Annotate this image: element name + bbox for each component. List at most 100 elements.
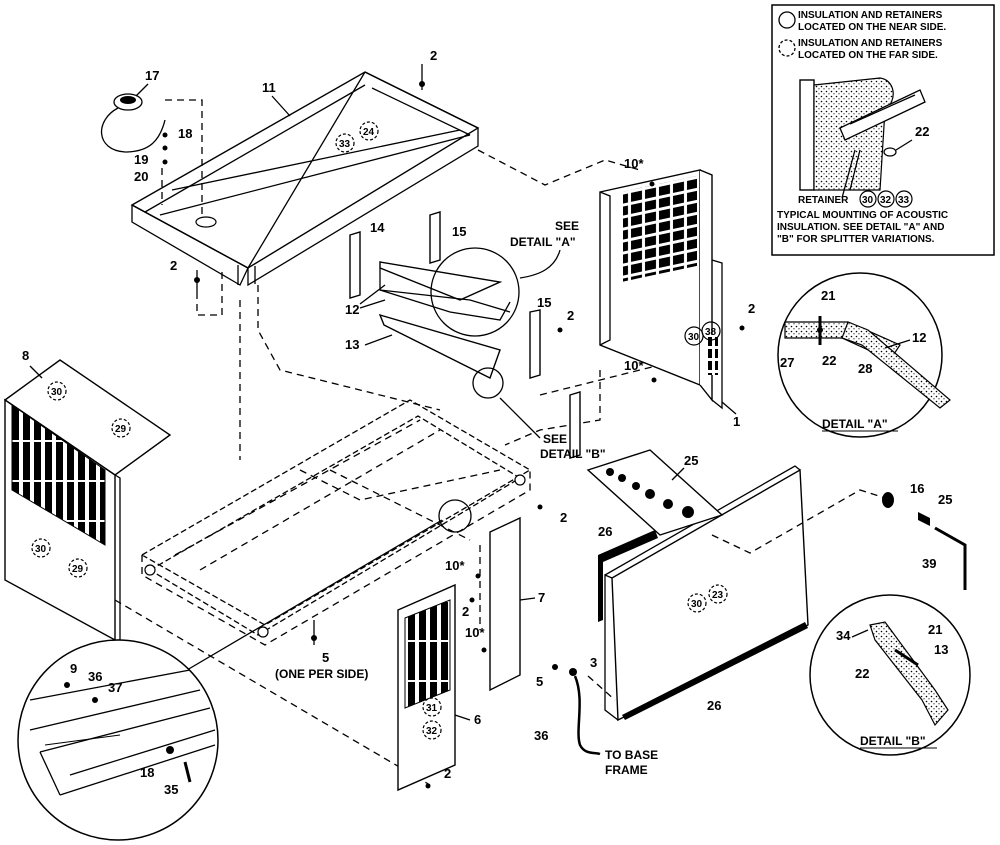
callout-33: 33 [339,139,351,150]
callout-20: 20 [134,169,148,184]
detail-b-title: DETAIL "B" [860,734,926,748]
latch-assembly [882,492,967,590]
callout-10-top: 10* [624,156,644,171]
callout-30-back: 30 [688,332,700,343]
callout-36-front: 36 [534,728,548,743]
callout-32: 32 [426,726,438,737]
corner-ref-9: 9 [70,661,77,676]
ground-cable-part-36 [552,664,616,756]
callout-25-latch: 25 [938,492,952,507]
callout-12: 12 [345,302,359,317]
callout-26-bottom: 26 [707,698,721,713]
callout-29-side-bottom: 29 [72,564,84,575]
side-panel-part-8 [3,359,172,642]
detail-a-ref-12: 12 [912,330,926,345]
detail-a-ref-22: 22 [822,353,836,368]
panel-part-7 [489,516,521,692]
legend-note-line1: TYPICAL MOUNTING OF ACOUSTIC [777,210,948,221]
detail-b-circle [809,594,971,756]
hardware-kit-part-25 [586,449,724,536]
callout-2-bottom: 2 [444,766,451,781]
callout-24: 24 [363,127,375,138]
callout-39: 39 [922,556,936,571]
to-base-frame-line1: TO BASE [605,748,658,762]
callout-23: 23 [712,590,724,601]
detail-a-ref-28: 28 [858,361,872,376]
callout-10-bottom: 10* [465,625,485,640]
detail-b-ref-22: 22 [855,666,869,681]
callout-13: 13 [345,337,359,352]
detail-a-circle [777,272,951,438]
detail-b-ref-13: 13 [934,642,948,657]
splitter-assembly [349,211,581,459]
insulation-mounting-illustration: 22 [799,77,929,199]
callout-3: 3 [590,655,597,670]
screw-icon [419,64,425,90]
callout-25-kit: 25 [684,453,698,468]
detail-b-ref-21: 21 [928,622,942,637]
corner-ref-35: 35 [164,782,178,797]
to-base-frame-line2: FRAME [605,763,648,777]
fastener-icon [883,147,897,157]
front-panel-part-3 [604,465,809,722]
callout-10-mid: 10* [624,358,644,373]
detail-a-ref-27: 27 [780,355,794,370]
callout-2-lower: 2 [462,604,469,619]
access-panel-part-6 [397,583,456,792]
callout-31: 31 [426,703,438,714]
callout-2-left: 2 [170,258,177,273]
callout-2-top: 2 [430,48,437,63]
screw-icon [311,620,317,645]
one-per-side-note: (ONE PER SIDE) [275,667,368,681]
callout-16: 16 [910,481,924,496]
retainer-ref-30: 30 [862,195,874,206]
see-detail-a-line2: DETAIL "A" [510,235,576,249]
see-detail-b-line1: SEE [543,432,567,446]
far-side-symbol [778,39,796,57]
callout-14: 14 [370,220,385,235]
legend-near-line2: LOCATED ON THE NEAR SIDE. [798,22,946,33]
detail-a-title: DETAIL "A" [822,417,888,431]
detail-a-ref-21: 21 [821,288,835,303]
top-cover-part-11 [130,71,480,287]
back-panel-part-1 [599,169,723,410]
callout-30-side-bottom: 30 [35,544,47,555]
callout-30-front: 30 [691,599,703,610]
legend-ref-22: 22 [915,124,929,139]
callout-5-base: 5 [322,650,329,665]
detail-b-ref-34: 34 [836,628,851,643]
screw-icon [194,270,200,292]
callout-10-lower: 10* [445,558,465,573]
callout-15-mid: 15 [537,295,551,310]
callout-38: 38 [705,327,717,338]
near-side-symbol [778,11,796,29]
legend-near-line1: INSULATION AND RETAINERS [798,10,943,21]
retainer-ref-33: 33 [898,195,910,206]
retainer-ref-32: 32 [880,195,892,206]
frame-corner-detail-circle [17,639,219,841]
legend-box: INSULATION AND RETAINERS LOCATED ON THE … [771,4,995,256]
callout-19: 19 [134,152,148,167]
callout-8: 8 [22,348,29,363]
callout-1: 1 [733,414,740,429]
see-detail-b-line2: DETAIL "B" [540,447,606,461]
legend-note-line3: "B" FOR SPLITTER VARIATIONS. [777,234,935,245]
callout-11: 11 [262,80,276,95]
corner-ref-37: 37 [108,680,122,695]
legend-far-line1: INSULATION AND RETAINERS [798,38,943,49]
thermostat-part-17 [100,93,166,153]
callout-30-side-top: 30 [51,387,63,398]
see-detail-a-line1: SEE [555,219,579,233]
callout-18: 18 [178,126,192,141]
callout-26-top: 26 [598,524,612,539]
callout-15-top: 15 [452,224,466,239]
callout-5-front: 5 [536,674,543,689]
callout-2-base: 2 [560,510,567,525]
legend-note-line2: INSULATION. SEE DETAIL "A" AND [777,222,944,233]
callout-17: 17 [145,68,159,83]
corner-ref-36: 36 [88,669,102,684]
corner-ref-18: 18 [140,765,154,780]
callout-2-right: 2 [748,301,755,316]
legend-far-line2: LOCATED ON THE FAR SIDE. [798,50,938,61]
